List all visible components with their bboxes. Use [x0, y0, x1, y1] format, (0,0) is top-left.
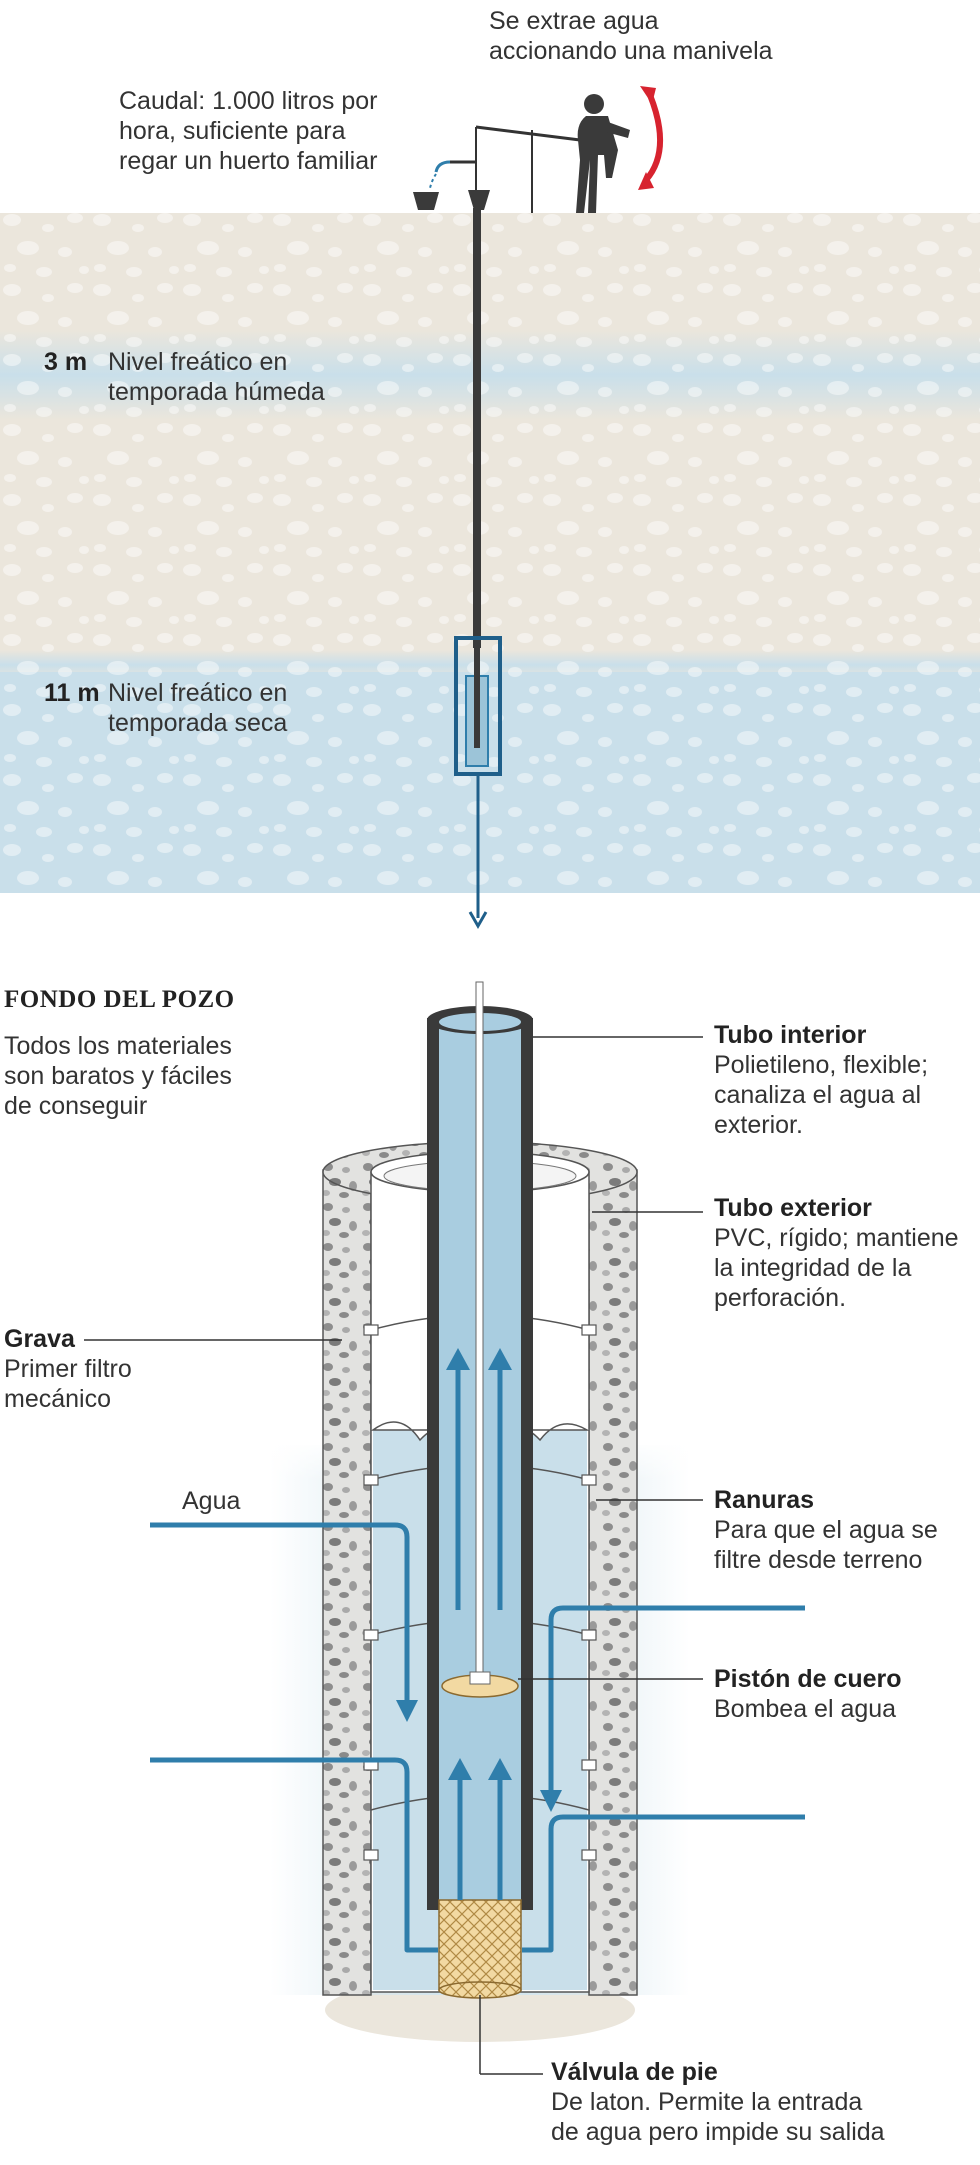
detail-subtitle-line-1: Todos los materiales: [4, 1032, 232, 1060]
detail-title: FONDO DEL POZO: [4, 986, 235, 1013]
flow-note-line-3: regar un huerto familiar: [119, 147, 378, 175]
ranuras-line-1: Para que el agua se: [714, 1516, 938, 1544]
gravel-right: [588, 1169, 638, 1996]
tubo-interior-line-1: Polietileno, flexible;: [714, 1051, 929, 1079]
grava-line-1: Primer filtro: [4, 1355, 132, 1383]
detail-subtitle-line-3: de conseguir: [4, 1092, 148, 1120]
person-icon: [576, 94, 630, 213]
callout-tubo-interior: Tubo interior Polietileno, flexible; can…: [714, 1020, 928, 1140]
callout-ranuras: Ranuras Para que el agua se filtre desde…: [714, 1485, 938, 1575]
dry-level-line-1: Nivel freático en: [108, 679, 288, 707]
tubo-interior-line-3: exterior.: [714, 1111, 803, 1139]
plant-pot: [413, 192, 439, 210]
tubo-interior-line-2: canaliza el agua al: [714, 1081, 922, 1109]
tubo-exterior-title: Tubo exterior: [714, 1194, 872, 1222]
grava-title: Grava: [4, 1325, 75, 1353]
crank-motion-arrow: [638, 86, 663, 190]
soil-cross-section: [0, 213, 980, 893]
well-pipe: [454, 208, 502, 930]
dry-level-label: Nivel freático en temporada seca: [108, 678, 287, 738]
flow-note-line-2: hora, suficiente para: [119, 117, 346, 145]
agua-label: Agua: [182, 1487, 241, 1515]
flow-note-line-1: Caudal: 1.000 litros por: [119, 87, 378, 115]
callout-grava: Grava Primer filtro mecánico: [4, 1324, 132, 1414]
detail-subtitle-line-2: son baratos y fáciles: [4, 1062, 232, 1090]
valvula-title: Válvula de pie: [551, 2058, 718, 2086]
slots: [363, 1324, 597, 1861]
piston-line-1: Bombea el agua: [714, 1695, 897, 1723]
hand-pump: [413, 125, 581, 213]
flow-note: Caudal: 1.000 litros por hora, suficient…: [119, 86, 377, 176]
tubo-exterior-line-2: la integridad de la: [714, 1254, 912, 1282]
grava-line-2: mecánico: [4, 1385, 111, 1413]
dry-level-line-2: temporada seca: [108, 709, 288, 737]
valvula-line-1: De laton. Permite la entrada: [551, 2088, 863, 2116]
well-bottom-detail: [84, 981, 805, 2075]
tubo-exterior-line-1: PVC, rígido; mantiene: [714, 1224, 959, 1252]
callout-piston: Pistón de cuero Bombea el agua: [714, 1664, 902, 1724]
foot-valve: [438, 1899, 522, 1991]
ranuras-line-2: filtre desde terreno: [714, 1546, 923, 1574]
ranuras-title: Ranuras: [714, 1486, 815, 1514]
callout-valvula: Válvula de pie De laton. Permite la entr…: [551, 2057, 885, 2147]
tubo-exterior-line-3: perforación.: [714, 1284, 847, 1312]
wet-level-line-1: Nivel freático en: [108, 348, 288, 376]
dry-level-depth: 11 m: [44, 679, 100, 707]
wet-level-depth: 3 m: [44, 348, 88, 376]
valvula-line-2: de agua pero impide su salida: [551, 2118, 885, 2146]
wet-level-line-2: temporada húmeda: [108, 378, 325, 406]
well-head: [468, 190, 490, 210]
wet-level-label: Nivel freático en temporada húmeda: [108, 347, 325, 407]
tubo-interior-title: Tubo interior: [714, 1021, 867, 1049]
detail-subtitle: Todos los materiales son baratos y fácil…: [4, 1031, 232, 1121]
crank-note-line-1: Se extrae agua: [489, 7, 659, 35]
crank-note-line-2: accionando una manivela: [489, 37, 773, 65]
gravel-left: [322, 1169, 372, 1996]
piston-title: Pistón de cuero: [714, 1665, 902, 1693]
crank-note: Se extrae agua accionando una manivela: [489, 6, 773, 66]
callout-tubo-exterior: Tubo exterior PVC, rígido; mantiene la i…: [714, 1193, 959, 1313]
